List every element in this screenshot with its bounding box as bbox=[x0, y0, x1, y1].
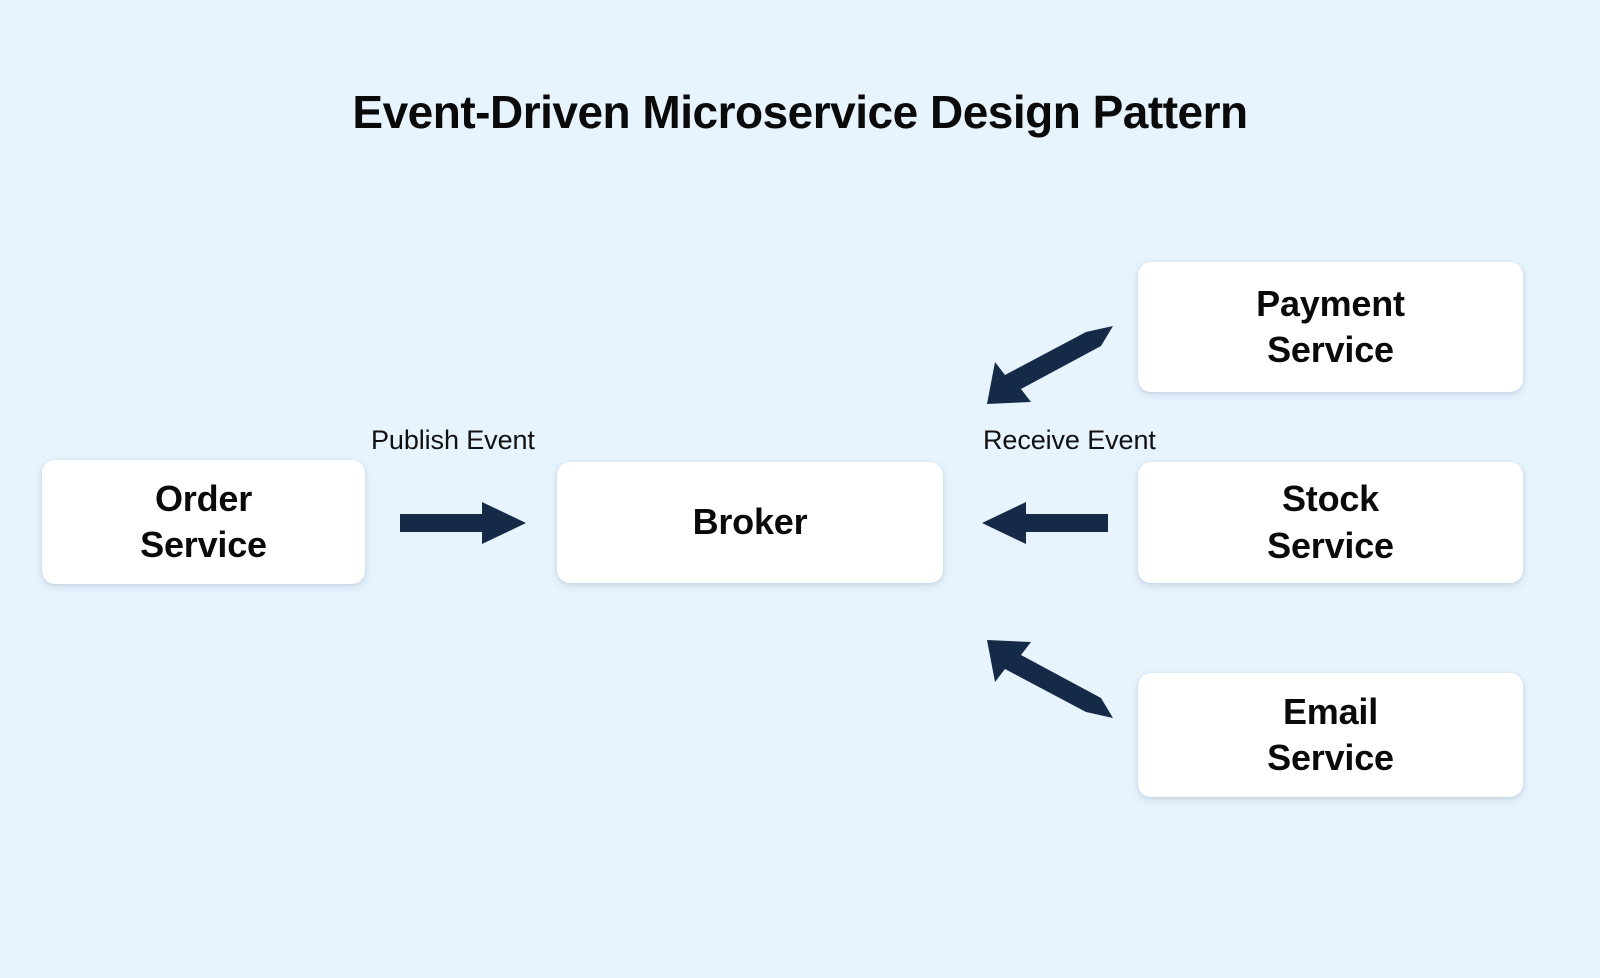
arrow-up-left-icon-email bbox=[987, 640, 1113, 718]
node-order-service-line2: Service bbox=[140, 524, 267, 565]
node-order-service-label: Order Service bbox=[140, 476, 267, 568]
node-stock-service[interactable]: Stock Service bbox=[1138, 462, 1523, 583]
node-stock-service-line1: Stock bbox=[1281, 478, 1380, 520]
node-broker-line1: Broker bbox=[692, 501, 808, 543]
node-broker-label: Broker bbox=[693, 499, 808, 545]
node-payment-service-label: Payment Service bbox=[1256, 281, 1405, 373]
node-payment-service[interactable]: Payment Service bbox=[1138, 262, 1523, 392]
node-order-service[interactable]: Order Service bbox=[42, 460, 365, 584]
node-stock-service-label: Stock Service bbox=[1267, 476, 1394, 568]
arrow-right-icon-publish bbox=[400, 502, 526, 544]
arrow-down-left-icon-payment bbox=[987, 326, 1113, 404]
node-email-service[interactable]: Email Service bbox=[1138, 673, 1523, 797]
node-broker[interactable]: Broker bbox=[557, 462, 943, 583]
node-order-service-line1: Order bbox=[154, 477, 253, 519]
node-payment-service-line1: Payment bbox=[1256, 282, 1405, 324]
node-payment-service-line2: Service bbox=[1267, 329, 1394, 370]
node-email-service-label: Email Service bbox=[1267, 689, 1394, 781]
edge-label-publish-event: Publish Event bbox=[371, 425, 535, 455]
node-stock-service-line2: Service bbox=[1267, 524, 1394, 566]
page-title: Event-Driven Microservice Design Pattern bbox=[352, 86, 1248, 138]
node-email-service-line1: Email bbox=[1282, 690, 1379, 732]
edge-label-receive-event: Receive Event bbox=[983, 425, 1156, 455]
arrow-left-icon-receive bbox=[982, 502, 1108, 544]
node-email-service-line2: Service bbox=[1267, 737, 1394, 778]
